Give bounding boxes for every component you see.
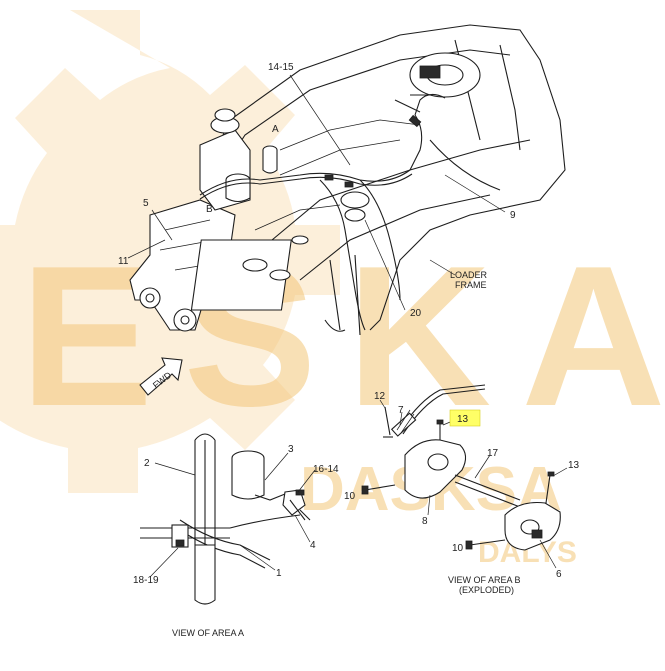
label-18-19: 18-19 (133, 575, 159, 586)
label-6: 6 (556, 569, 562, 580)
highlight-box (449, 409, 481, 427)
caption-view-area-b: VIEW OF AREA B (448, 575, 521, 585)
label-10-lower: 10 (452, 543, 464, 554)
caption-view-area-a: VIEW OF AREA A (172, 628, 244, 638)
label-20: 20 (410, 308, 422, 319)
label-2: 2 (144, 458, 150, 469)
label-11: 11 (118, 256, 129, 267)
label-14-15: 14-15 (268, 62, 294, 73)
label-1: 1 (276, 568, 282, 579)
watermark-main: ESKA (20, 225, 665, 448)
fwd-arrow-icon (139, 357, 183, 396)
caption-view-area-b-exploded: (EXPLODED) (459, 585, 514, 595)
label-16-14: 16-14 (313, 464, 339, 475)
label-loader-frame-1: LOADER (450, 270, 488, 280)
watermark: ESKA DASKSA DALYS (0, 10, 665, 569)
label-8: 8 (422, 516, 428, 527)
label-area-b: B (206, 204, 213, 215)
label-loader-frame-2: FRAME (455, 280, 487, 290)
label-3: 3 (288, 444, 294, 455)
label-17: 17 (487, 448, 499, 459)
label-13-highlighted: 13 (457, 414, 469, 425)
label-7: 7 (398, 405, 404, 416)
label-10-upper: 10 (344, 491, 356, 502)
label-9: 9 (510, 210, 516, 221)
label-5: 5 (143, 198, 149, 209)
label-12: 12 (374, 391, 386, 402)
label-4: 4 (310, 540, 316, 551)
loader-frame-drawing (127, 24, 566, 396)
label-area-a: A (272, 124, 279, 135)
view-area-a-drawing (140, 433, 316, 605)
label-13: 13 (568, 460, 580, 471)
view-area-b-drawing (361, 384, 568, 569)
